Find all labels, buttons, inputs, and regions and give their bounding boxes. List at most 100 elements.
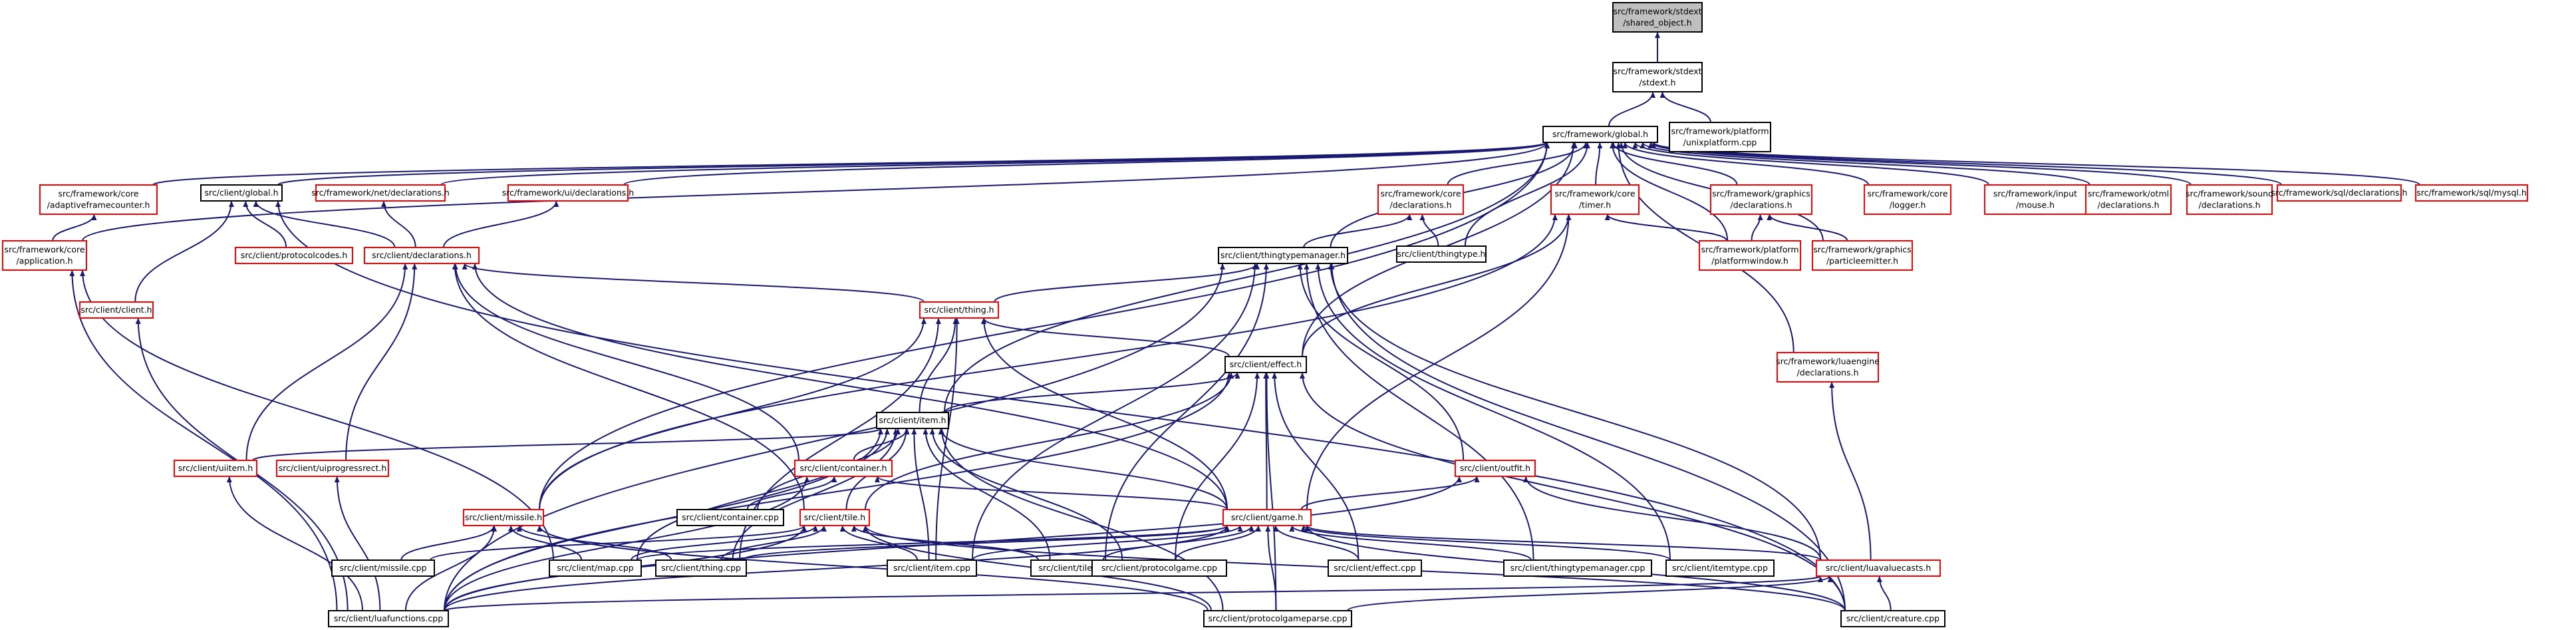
node-label: src/client/item.cpp — [893, 563, 970, 573]
edge-map-cpp-to-game-h — [637, 525, 1230, 561]
node-net-decl[interactable]: src/framework/net/declarations.h — [311, 184, 450, 202]
node-uiitem[interactable]: src/client/uiitem.h — [174, 460, 257, 477]
edge-thing-to-client-decl — [462, 263, 925, 303]
node-label: /particleemitter.h — [1826, 256, 1898, 266]
node-box — [1665, 559, 1775, 577]
node-luaengine-decl[interactable]: src/framework/luaengine/declarations.h — [1776, 352, 1880, 383]
edge-luavaluecasts-to-thingtypemanager — [1328, 263, 1821, 561]
edge-map-cpp-to-missile-h — [508, 525, 583, 561]
node-ui-decl[interactable]: src/framework/ui/declarations.h — [502, 184, 634, 202]
node-thingtypemanager-cpp[interactable]: src/client/thingtypemanager.cpp — [1503, 559, 1652, 577]
node-label: /logger.h — [1890, 200, 1926, 210]
node-stdext[interactable]: src/framework/stdext/stdext.h — [1612, 62, 1703, 92]
node-label: src/client/protocolgame.cpp — [1101, 563, 1217, 573]
edge-game-h-to-client-decl — [472, 263, 1228, 510]
node-box — [655, 559, 747, 577]
node-map-cpp[interactable]: src/client/map.cpp — [549, 559, 642, 577]
edge-effect-cpp-to-game-h — [1273, 525, 1360, 561]
node-application[interactable]: src/framework/core/application.h — [2, 240, 87, 271]
node-timer[interactable]: src/framework/core/timer.h — [1550, 184, 1640, 215]
edge-creature-cpp-to-thingtypemanager — [1329, 263, 1846, 611]
node-label: src/framework/global.h — [1552, 129, 1648, 139]
node-uiprogressrect[interactable]: src/client/uiprogressrect.h — [276, 460, 389, 477]
node-box — [2277, 184, 2402, 202]
node-container-cpp[interactable]: src/client/container.cpp — [676, 509, 784, 526]
node-label: src/client/thingtype.h — [1397, 249, 1486, 259]
edge-effect-cpp-to-effect-h — [1272, 372, 1360, 561]
node-sql-decl[interactable]: src/framework/sql/declarations.h — [2271, 184, 2408, 202]
node-item-cpp[interactable]: src/client/item.cpp — [887, 559, 977, 577]
node-box — [1550, 184, 1640, 215]
node-client-decl[interactable]: src/client/declarations.h — [364, 247, 480, 264]
edge-game-h-to-effect-h — [1263, 372, 1269, 510]
node-shared[interactable]: src/framework/stdext/shared_object.h — [1612, 2, 1703, 33]
node-protocolgame-cpp[interactable]: src/client/protocolgame.cpp — [1091, 559, 1227, 577]
edge-luafunctions-to-thingtypemanager — [444, 263, 1225, 611]
node-box — [2085, 184, 2172, 215]
node-tile-h[interactable]: src/client/tile.h — [799, 509, 870, 526]
node-input-mouse[interactable]: src/framework/input/mouse.h — [1984, 184, 2086, 215]
edge-map-cpp-to-item — [637, 428, 890, 561]
edge-game-h-to-item — [938, 428, 1228, 510]
node-missile-h[interactable]: src/client/missile.h — [463, 509, 544, 526]
edge-thingtype-to-global-fw — [1464, 142, 1590, 247]
node-box — [2186, 184, 2273, 215]
node-core-decl[interactable]: src/framework/core/declarations.h — [1377, 184, 1464, 215]
edge-thing-cpp-to-game-h — [742, 525, 1230, 561]
node-label: /adaptiveframecounter.h — [47, 200, 150, 210]
node-luavaluecasts[interactable]: src/client/luavaluecasts.h — [1816, 559, 1941, 577]
node-label: src/client/outfit.h — [1460, 463, 1530, 473]
edge-item-cpp-to-thingtypemanager — [972, 263, 1258, 561]
edge-protocolgameparse-to-item — [938, 428, 1224, 611]
node-sound-decl[interactable]: src/framework/sound/declarations.h — [2186, 184, 2273, 215]
node-item[interactable]: src/client/item.h — [876, 412, 949, 429]
node-otml-decl[interactable]: src/framework/otml/declarations.h — [2085, 184, 2172, 215]
node-protocolcodes[interactable]: src/client/protocolcodes.h — [235, 247, 353, 264]
node-box — [39, 184, 158, 215]
edge-tile-cpp-to-thingtypemanager — [1105, 263, 1269, 561]
node-global-fw[interactable]: src/framework/global.h — [1542, 126, 1658, 143]
node-thing-cpp[interactable]: src/client/thing.cpp — [655, 559, 747, 577]
node-client-h[interactable]: src/client/client.h — [79, 301, 154, 319]
node-mysql[interactable]: src/framework/sql/mysql.h — [2415, 184, 2528, 202]
node-gfx-decl[interactable]: src/framework/graphics/declarations.h — [1710, 184, 1812, 215]
node-unixplatform[interactable]: src/framework/platform/unixplatform.cpp — [1669, 122, 1771, 152]
node-box — [2415, 184, 2528, 202]
edge-item-cpp-to-tile-h — [839, 525, 919, 561]
edge-luafunctions-to-luavaluecasts — [444, 575, 1823, 611]
node-effect-h[interactable]: src/client/effect.h — [1224, 356, 1307, 373]
node-box — [1377, 184, 1464, 215]
node-client-global[interactable]: src/client/global.h — [200, 184, 283, 202]
node-itemtype-cpp[interactable]: src/client/itemtype.cpp — [1665, 559, 1775, 577]
node-box — [1455, 460, 1536, 477]
node-game-h[interactable]: src/client/game.h — [1222, 509, 1312, 526]
node-adaptive[interactable]: src/framework/core/adaptiveframecounter.… — [39, 184, 158, 215]
node-outfit[interactable]: src/client/outfit.h — [1455, 460, 1536, 477]
edge-thingtypemanager-to-core-decl — [1303, 214, 1413, 248]
node-effect-cpp[interactable]: src/client/effect.cpp — [1328, 559, 1422, 577]
node-label: src/client/container.cpp — [682, 512, 779, 522]
edge-platformwindow-to-timer — [1604, 214, 1728, 241]
node-particleemitter[interactable]: src/framework/graphics/particleemitter.h — [1812, 240, 1913, 271]
node-container-h[interactable]: src/client/container.h — [794, 460, 893, 477]
node-thingtype[interactable]: src/client/thingtype.h — [1396, 245, 1487, 263]
node-box — [549, 559, 642, 577]
node-box — [1812, 240, 1913, 271]
node-creature-cpp[interactable]: src/client/creature.cpp — [1840, 610, 1945, 627]
node-logger[interactable]: src/framework/core/logger.h — [1864, 184, 1951, 215]
node-label: src/framework/core — [1867, 189, 1947, 199]
node-label: /declarations.h — [1390, 200, 1452, 210]
node-box — [463, 509, 544, 526]
node-protocolgameparse[interactable]: src/client/protocolgameparse.cpp — [1203, 610, 1352, 627]
node-box — [887, 559, 977, 577]
edge-missile-cpp-to-tile-h — [430, 525, 807, 561]
node-label: src/client/game.h — [1231, 512, 1303, 522]
node-luafunctions[interactable]: src/client/luafunctions.cpp — [328, 610, 449, 627]
edge-game-h-to-thing — [981, 317, 1228, 510]
edge-protocolgameparse-to-luavaluecasts — [1347, 575, 1833, 611]
node-platformwindow[interactable]: src/framework/platform/platformwindow.h — [1699, 240, 1801, 271]
node-thingtypemanager[interactable]: src/client/thingtypemanager.h — [1218, 247, 1348, 264]
node-thing[interactable]: src/client/thing.h — [919, 301, 999, 319]
node-missile-cpp[interactable]: src/client/missile.cpp — [331, 559, 435, 577]
edge-item-to-effect-h — [944, 372, 1240, 413]
